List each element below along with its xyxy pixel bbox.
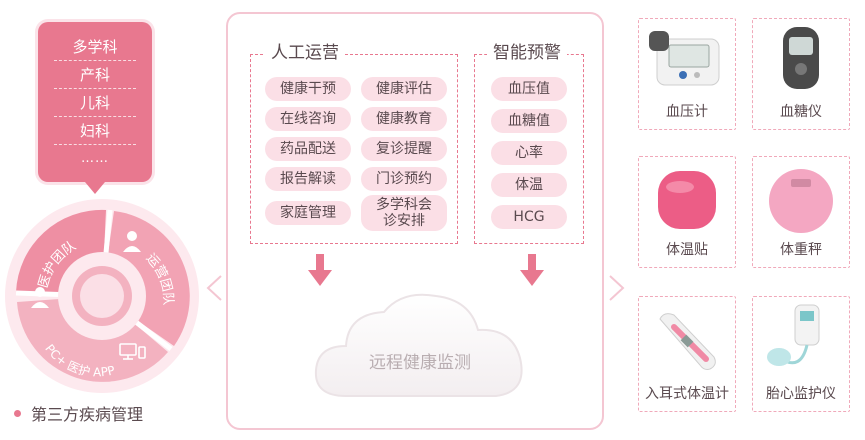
service-pill: 药品配送 bbox=[265, 137, 351, 161]
cloud-icon bbox=[314, 293, 523, 397]
device-blood-pressure-monitor: 血压计 bbox=[638, 18, 736, 130]
blood-pressure-monitor-icon bbox=[649, 31, 720, 86]
device-label: 体温贴 bbox=[666, 242, 708, 258]
device-temperature-patch: 体温贴 bbox=[638, 156, 736, 268]
service-pill-multi-consult: 多学科会诊安排 bbox=[361, 195, 447, 231]
team-person-icon bbox=[123, 231, 141, 252]
cloud-label: 远程健康监测 bbox=[369, 353, 471, 373]
fetal-heart-monitor-icon bbox=[767, 304, 820, 366]
smart-alert-title: 智能预警 bbox=[487, 42, 567, 64]
device-weight-scale: 体重秤 bbox=[752, 156, 850, 268]
alert-pill: HCG bbox=[491, 205, 567, 229]
doctor-icon bbox=[31, 287, 49, 308]
department-item: 妇科 bbox=[54, 118, 136, 145]
segment-pc-app bbox=[17, 296, 168, 382]
department-item-more: …… bbox=[81, 151, 109, 166]
alert-pill: 血糖值 bbox=[491, 109, 567, 133]
service-pill: 健康干预 bbox=[265, 77, 351, 101]
device-label: 血糖仪 bbox=[780, 104, 822, 120]
device-label: 血压计 bbox=[666, 104, 708, 120]
weight-scale-icon bbox=[769, 169, 833, 233]
department-item: 产科 bbox=[54, 62, 136, 89]
alert-pill: 血压值 bbox=[491, 77, 567, 101]
card-pointer bbox=[85, 182, 105, 194]
department-list-card: 多学科 产科 儿科 妇科 …… bbox=[38, 22, 152, 194]
manual-ops-group: 人工运营 健康干预 健康评估 在线咨询 健康教育 药品配送 复诊提醒 报告解读 … bbox=[250, 42, 458, 244]
service-pill: 家庭管理 bbox=[265, 201, 351, 225]
chevron-left-icon bbox=[206, 275, 222, 301]
alert-pill: 体温 bbox=[491, 173, 567, 197]
device-label: 入耳式体温计 bbox=[645, 386, 729, 402]
chevron-right-icon bbox=[609, 275, 625, 301]
team-ring: 医护团队 运营团队 PC+ 医护 APP bbox=[2, 196, 202, 396]
device-label: 体重秤 bbox=[780, 242, 822, 258]
manual-ops-title: 人工运营 bbox=[265, 42, 345, 64]
service-pill: 健康评估 bbox=[361, 77, 447, 101]
service-pill: 门诊预约 bbox=[361, 167, 447, 191]
device-ear-thermometer: 入耳式体温计 bbox=[638, 296, 736, 412]
caption: 第三方疾病管理 bbox=[14, 404, 143, 426]
alert-pill: 心率 bbox=[491, 141, 567, 165]
department-item: 多学科 bbox=[54, 34, 136, 61]
arrow-down-icon bbox=[308, 254, 332, 286]
service-pill: 健康教育 bbox=[361, 107, 447, 131]
service-pill: 在线咨询 bbox=[265, 107, 351, 131]
smart-alert-group: 智能预警 血压值 血糖值 心率 体温 HCG bbox=[474, 42, 584, 244]
arrow-down-icon bbox=[520, 254, 544, 286]
ear-thermometer-icon bbox=[659, 313, 716, 370]
computer-icon bbox=[119, 343, 146, 360]
glucose-meter-icon bbox=[783, 27, 819, 89]
segment-operations bbox=[102, 211, 190, 346]
device-glucose-meter: 血糖仪 bbox=[752, 18, 850, 130]
temperature-patch-icon bbox=[658, 171, 716, 229]
device-fetal-heart-monitor: 胎心监护仪 bbox=[752, 296, 850, 412]
department-item: 儿科 bbox=[54, 90, 136, 117]
center-panel: 人工运营 健康干预 健康评估 在线咨询 健康教育 药品配送 复诊提醒 报告解读 … bbox=[226, 12, 604, 430]
device-label: 胎心监护仪 bbox=[766, 386, 836, 402]
service-pill: 报告解读 bbox=[265, 167, 351, 191]
service-pill: 复诊提醒 bbox=[361, 137, 447, 161]
bullet-icon bbox=[14, 410, 21, 417]
